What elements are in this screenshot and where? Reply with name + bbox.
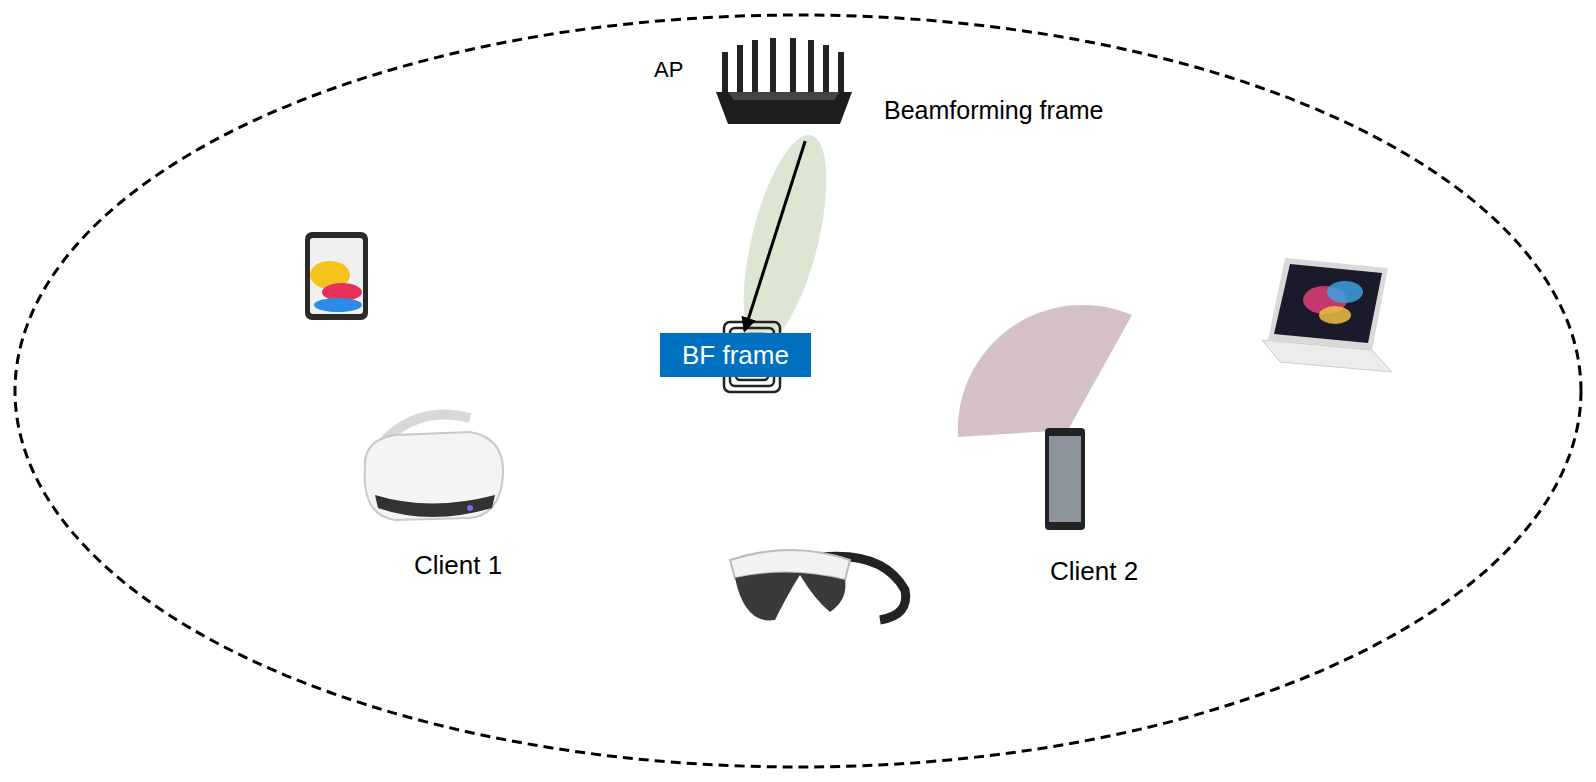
frame-name: BF frame bbox=[682, 339, 789, 371]
laptop-icon bbox=[1262, 258, 1392, 372]
beam-sector bbox=[958, 305, 1132, 437]
access-point: AP bbox=[710, 35, 850, 127]
frame-box: BF frame bbox=[660, 333, 811, 377]
client-label: Client 2 bbox=[1050, 556, 1138, 587]
router-icon bbox=[716, 38, 852, 124]
phone-icon bbox=[1045, 428, 1085, 530]
coverage-area bbox=[15, 15, 1581, 767]
beam-arrow bbox=[745, 141, 806, 331]
ar-glasses-icon bbox=[730, 550, 906, 620]
tablet-icon bbox=[305, 232, 368, 320]
device-name: AP bbox=[654, 57, 683, 83]
vr-headset-icon bbox=[365, 414, 503, 520]
frame-label: Beamforming frame bbox=[884, 96, 1104, 125]
beam-lobe bbox=[727, 127, 843, 353]
client-label: Client 1 bbox=[414, 550, 502, 581]
